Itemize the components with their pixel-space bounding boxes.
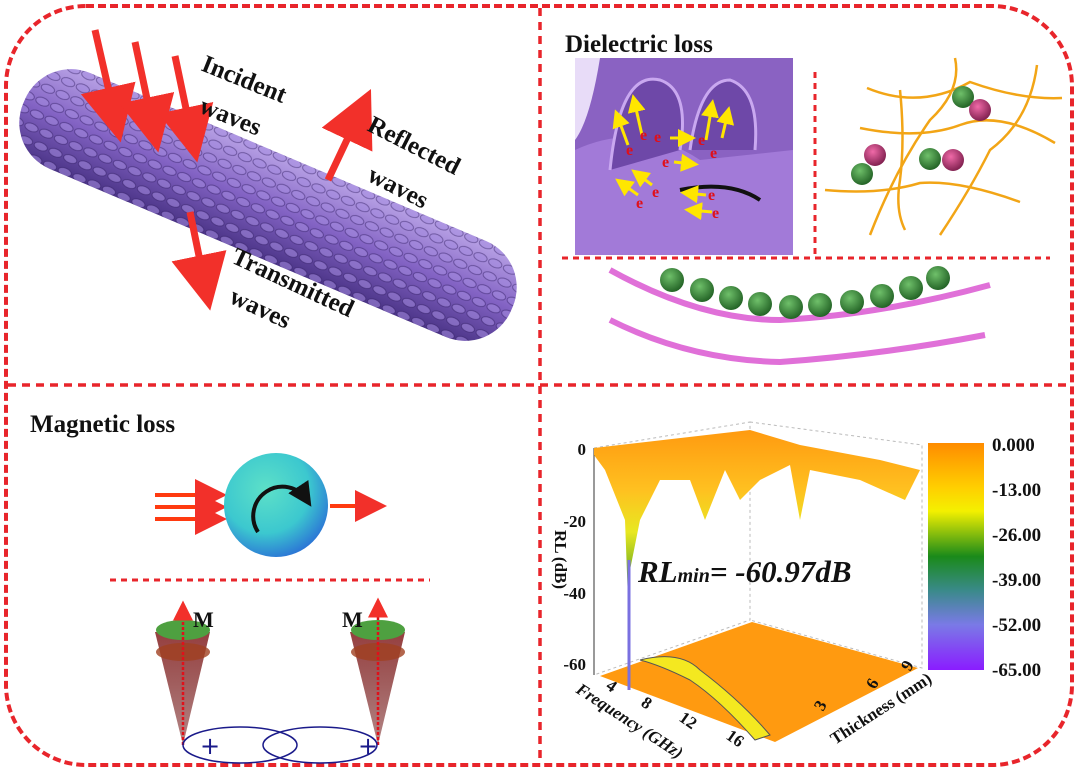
incoming-wave-arrows	[155, 479, 227, 535]
svg-text:e: e	[626, 142, 633, 159]
core-shell-particles	[851, 86, 991, 185]
svg-text:e: e	[662, 154, 669, 171]
chart-back-walls	[593, 421, 923, 676]
moment-label-left: M	[193, 607, 214, 632]
svg-text:e: e	[712, 205, 719, 222]
svg-text:e: e	[652, 184, 659, 201]
moment-label-right: M	[342, 607, 363, 632]
rl-min-annotation: RLmin= -60.97dB	[637, 554, 852, 589]
dielectric-loss-title: Dielectric loss	[565, 31, 713, 58]
z-axis-label: RL (dB)	[551, 530, 570, 589]
magnetic-loss-title: Magnetic loss	[30, 411, 175, 438]
svg-text:e: e	[698, 132, 705, 149]
colorbar-ticks: 0.000 -13.00 -26.00 -39.00 -52.00 -65.00	[992, 435, 1041, 681]
svg-text:e: e	[710, 145, 717, 162]
spin-cone-left	[155, 600, 210, 745]
colorbar-tick: 0.000	[992, 435, 1035, 456]
reflected-wave-arrow	[321, 89, 373, 182]
colorbar-tick: -13.00	[992, 480, 1041, 501]
incident-wave-arrows	[80, 29, 214, 163]
z-axis-ticks: 0 -20 -40 -60	[563, 440, 586, 674]
plus-sign-left: +	[200, 732, 220, 760]
z-tick: 0	[578, 440, 587, 459]
particle-decorated-fibers	[608, 266, 991, 366]
rl-3d-chart: 0 -20 -40 -60 RL (dB) 4 8 12 16 Frequenc…	[551, 421, 1041, 762]
exchange-loops	[182, 726, 378, 764]
contour-floor	[600, 622, 918, 742]
colorbar-tick: -26.00	[992, 525, 1041, 546]
transmitted-wave-arrow	[171, 211, 227, 311]
plus-sign-right: +	[358, 732, 378, 760]
rotation-arrow-icon	[251, 480, 312, 534]
z-tick: -40	[563, 584, 586, 603]
conductive-network-illustration	[824, 57, 1063, 236]
colorbar	[928, 443, 984, 670]
z-tick: -60	[563, 655, 586, 674]
colorbar-tick: -52.00	[992, 615, 1041, 636]
colorbar-tick: -65.00	[992, 660, 1041, 681]
z-tick: -20	[563, 512, 586, 531]
floor-contour	[639, 656, 771, 741]
magnetic-particle-sphere	[224, 453, 328, 557]
rl-surface	[594, 430, 920, 600]
colorbar-tick: -39.00	[992, 570, 1041, 591]
svg-text:e: e	[640, 127, 647, 144]
svg-text:e: e	[636, 195, 643, 212]
svg-text:e: e	[654, 129, 661, 146]
spin-cone-right	[350, 597, 405, 745]
svg-text:e: e	[708, 187, 715, 204]
outer-dashed-frame	[4, 4, 1074, 767]
x-tick: 8	[638, 693, 656, 713]
